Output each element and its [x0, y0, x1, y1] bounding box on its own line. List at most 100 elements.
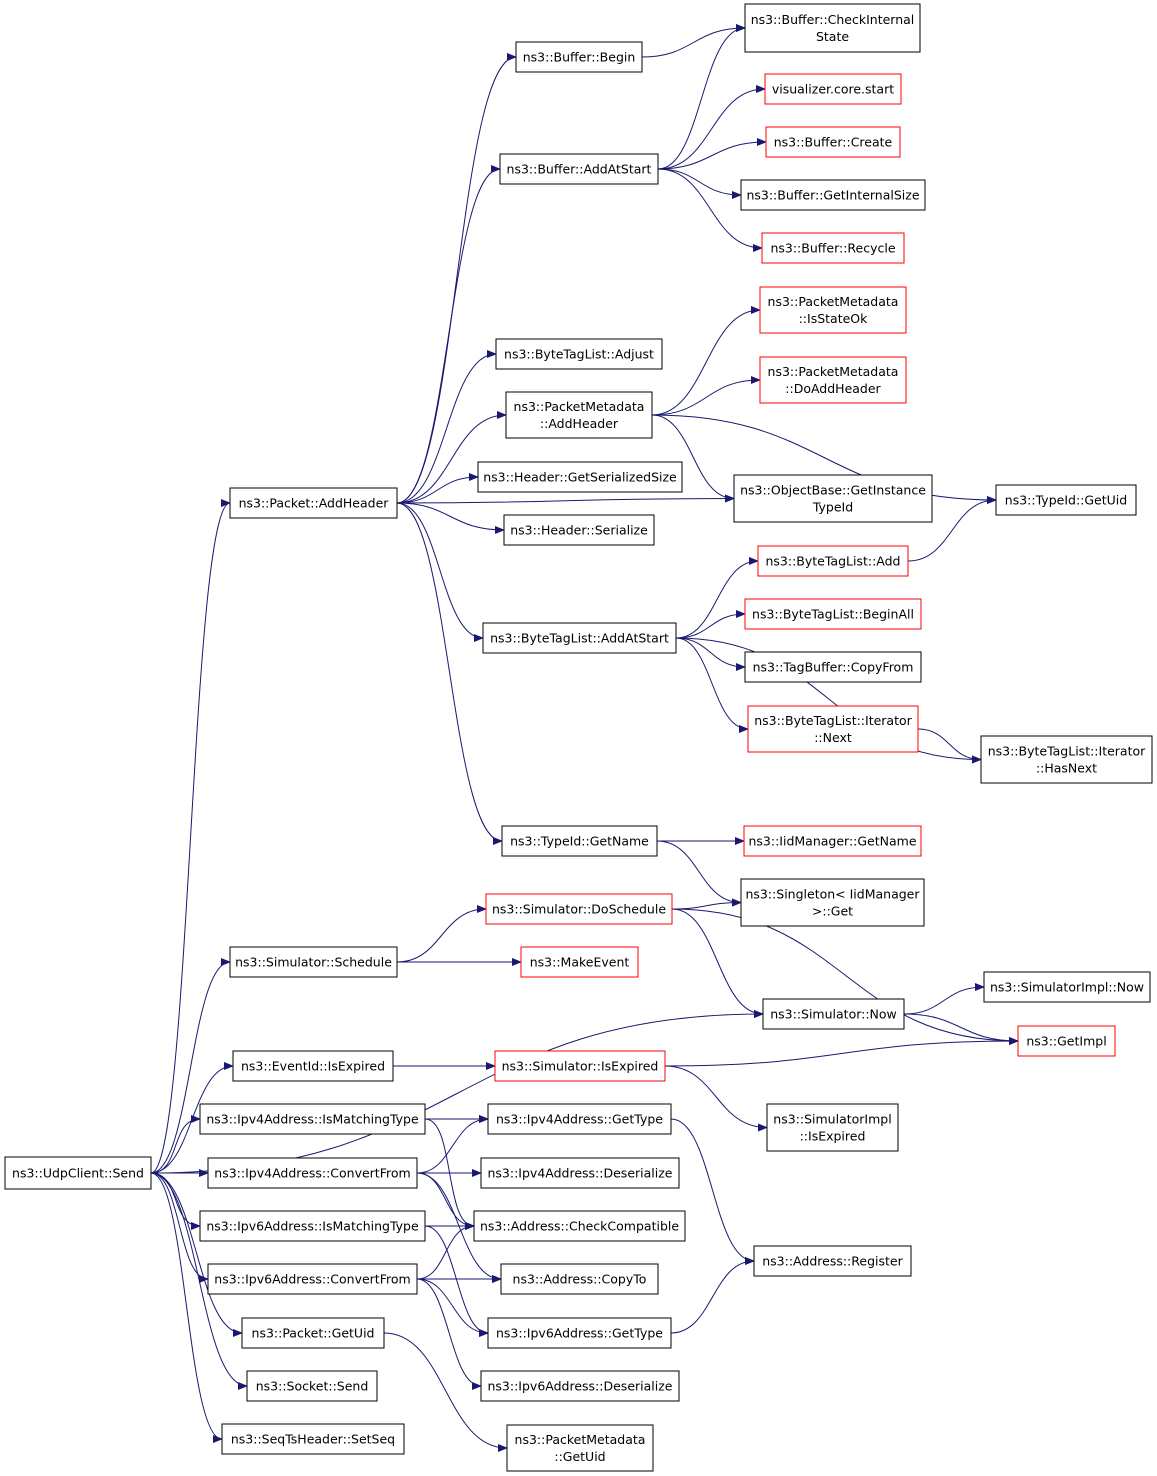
edge-ipv4address_convertfrom-to-ipv4address_gettype	[416, 1115, 489, 1174]
node-box	[1017, 1025, 1116, 1057]
node-simulator_isexpired[interactable]: ns3::Simulator::IsExpired	[494, 1050, 666, 1082]
node-label: ns3::TypeId::GetUid	[1005, 493, 1127, 508]
node-ipv4address_ismatchingtype[interactable]: ns3::Ipv4Address::IsMatchingType	[199, 1103, 426, 1135]
edge-udpclient_send-to-simulator_now	[150, 1010, 764, 1174]
node-box	[221, 1423, 405, 1455]
node-bytetaglist_addatstart[interactable]: ns3::ByteTagList::AddAtStart	[482, 622, 677, 654]
node-label: ns3::ByteTagList::Iterator	[754, 713, 912, 728]
node-label: ns3::Buffer::Recycle	[770, 241, 895, 256]
node-simulatorimpl_isexpired[interactable]: ns3::SimulatorImpl::IsExpired	[766, 1103, 899, 1152]
node-address_register[interactable]: ns3::Address::Register	[753, 1245, 912, 1277]
edge-bytetaglist_iterator_next-to-bytetaglist_iterator_hasnext	[917, 728, 982, 764]
node-box	[229, 946, 398, 978]
edge-ipv6address_convertfrom-to-ipv6address_deserialize	[416, 1278, 482, 1390]
node-label: ns3::PacketMetadata	[768, 364, 899, 379]
node-header_getserializedsize[interactable]: ns3::Header::GetSerializedSize	[477, 461, 683, 493]
node-label: State	[816, 29, 849, 44]
node-address_copyto[interactable]: ns3::Address::CopyTo	[500, 1263, 659, 1295]
node-label: ns3::PacketMetadata	[768, 294, 899, 309]
node-socket_send[interactable]: ns3::Socket::Send	[246, 1370, 378, 1402]
edge-ipv4address_gettype-to-address_register	[670, 1118, 755, 1265]
node-box	[495, 338, 663, 370]
node-box	[4, 1156, 152, 1190]
node-label: ns3::Buffer::Create	[774, 135, 893, 150]
node-ipv6address_convertfrom[interactable]: ns3::Ipv6Address::ConvertFrom	[207, 1263, 418, 1295]
node-label: ::AddHeader	[540, 416, 619, 431]
node-simulator_now[interactable]: ns3::Simulator::Now	[762, 998, 905, 1030]
node-header_serialize[interactable]: ns3::Header::Serialize	[503, 514, 655, 546]
edge-buffer_begin-to-buffer_checkinternalstate	[641, 24, 746, 58]
node-bytetaglist_iterator_hasnext[interactable]: ns3::ByteTagList::Iterator::HasNext	[980, 735, 1153, 784]
edge-buffer_addatstart-to-visualizer_core_start	[657, 85, 766, 170]
edge-simulator_schedule-to-simulator_doschedule	[396, 905, 487, 963]
node-ipv6address_ismatchingtype[interactable]: ns3::Ipv6Address::IsMatchingType	[199, 1210, 426, 1242]
node-box	[199, 1103, 426, 1135]
node-buffer_begin[interactable]: ns3::Buffer::Begin	[515, 41, 643, 73]
node-label: ns3::EventId::IsExpired	[241, 1059, 385, 1074]
node-box	[753, 1245, 912, 1277]
edge-udpclient_send-to-packet_getuid	[150, 1172, 243, 1337]
node-ipv6address_gettype[interactable]: ns3::Ipv6Address::GetType	[487, 1317, 672, 1349]
node-ipv4address_gettype[interactable]: ns3::Ipv4Address::GetType	[487, 1103, 672, 1135]
node-label: ns3::Buffer::GetInternalSize	[746, 188, 919, 203]
node-box	[757, 545, 909, 577]
node-simulator_schedule[interactable]: ns3::Simulator::Schedule	[229, 946, 398, 978]
node-typeid_getuid[interactable]: ns3::TypeId::GetUid	[995, 484, 1137, 516]
node-bytetaglist_beginall[interactable]: ns3::ByteTagList::BeginAll	[744, 598, 922, 630]
node-simulator_doschedule[interactable]: ns3::Simulator::DoSchedule	[485, 893, 673, 925]
node-packet_getuid[interactable]: ns3::Packet::GetUid	[241, 1317, 385, 1349]
node-label: ns3::Buffer::AddAtStart	[507, 162, 652, 177]
edge-bytetaglist_addatstart-to-bytetaglist_beginall	[675, 610, 746, 639]
node-iidmanager_getname[interactable]: ns3::IidManager::GetName	[743, 825, 922, 857]
edge-buffer_addatstart-to-buffer_recycle	[657, 168, 763, 252]
node-ipv6address_deserialize[interactable]: ns3::Ipv6Address::Deserialize	[480, 1370, 680, 1402]
node-box	[744, 3, 921, 53]
node-seqtsheader_setseq[interactable]: ns3::SeqTsHeader::SetSeq	[221, 1423, 405, 1455]
node-simulatorimpl_now[interactable]: ns3::SimulatorImpl::Now	[983, 971, 1151, 1003]
node-eventid_isexpired[interactable]: ns3::EventId::IsExpired	[232, 1050, 394, 1082]
node-makeevent[interactable]: ns3::MakeEvent	[520, 946, 639, 978]
node-ipv4address_convertfrom[interactable]: ns3::Ipv4Address::ConvertFrom	[207, 1157, 418, 1189]
edge-udpclient_send-to-seqtsheader_setseq	[150, 1172, 223, 1443]
node-singleton_get[interactable]: ns3::Singleton< IidManager>::Get	[740, 878, 925, 927]
edge-packetmetadata_addheader-to-typeid_getuid	[651, 414, 997, 504]
node-bytetaglist_adjust[interactable]: ns3::ByteTagList::Adjust	[495, 338, 663, 370]
edge-simulator_doschedule-to-simulator_now	[671, 908, 764, 1018]
node-bytetaglist_add[interactable]: ns3::ByteTagList::Add	[757, 545, 909, 577]
node-ipv4address_deserialize[interactable]: ns3::Ipv4Address::Deserialize	[480, 1157, 680, 1189]
node-buffer_recycle[interactable]: ns3::Buffer::Recycle	[761, 232, 905, 264]
node-packetmetadata_getuid[interactable]: ns3::PacketMetadata::GetUid	[506, 1424, 654, 1472]
node-visualizer_core_start[interactable]: visualizer.core.start	[764, 73, 902, 105]
node-label: ::GetUid	[554, 1449, 605, 1464]
node-typeid_getname[interactable]: ns3::TypeId::GetName	[501, 825, 658, 857]
node-bytetaglist_iterator_next[interactable]: ns3::ByteTagList::Iterator::Next	[747, 705, 919, 753]
edge-buffer_addatstart-to-buffer_checkinternalstate	[657, 24, 746, 170]
node-label: ns3::Header::Serialize	[510, 523, 648, 538]
edge-bytetaglist_add-to-typeid_getuid	[907, 496, 997, 562]
node-label: ns3::Ipv6Address::IsMatchingType	[206, 1219, 419, 1234]
edge-simulator_now-to-simulatorimpl_now	[903, 983, 985, 1015]
node-box	[983, 971, 1151, 1003]
edge-bytetaglist_addatstart-to-bytetaglist_add	[675, 557, 759, 639]
node-buffer_addatstart[interactable]: ns3::Buffer::AddAtStart	[499, 153, 659, 185]
node-packetmetadata_isstateok[interactable]: ns3::PacketMetadata::IsStateOk	[759, 286, 907, 334]
node-buffer_create[interactable]: ns3::Buffer::Create	[765, 126, 901, 158]
node-packetmetadata_doaddheader[interactable]: ns3::PacketMetadata::DoAddHeader	[759, 356, 907, 404]
node-label: ns3::Ipv4Address::Deserialize	[488, 1166, 673, 1181]
node-packet_addheader[interactable]: ns3::Packet::AddHeader	[229, 487, 398, 519]
node-getimpl[interactable]: ns3::GetImpl	[1017, 1025, 1116, 1057]
node-box	[199, 1210, 426, 1242]
node-box	[207, 1157, 418, 1189]
node-address_checkcompatible[interactable]: ns3::Address::CheckCompatible	[473, 1210, 686, 1242]
edge-packet_addheader-to-objectbase_getinstancetypeid	[396, 494, 735, 504]
node-buffer_getinternalsize[interactable]: ns3::Buffer::GetInternalSize	[740, 179, 926, 211]
node-label: ns3::Ipv6Address::Deserialize	[488, 1379, 673, 1394]
node-packetmetadata_addheader[interactable]: ns3::PacketMetadata::AddHeader	[505, 391, 653, 439]
edge-buffer_addatstart-to-buffer_getinternalsize	[657, 168, 742, 199]
node-label: ns3::Ipv4Address::ConvertFrom	[214, 1166, 410, 1181]
node-label: ns3::Packet::GetUid	[252, 1326, 375, 1341]
node-tagbuffer_copyfrom[interactable]: ns3::TagBuffer::CopyFrom	[744, 651, 922, 683]
node-udpclient_send[interactable]: ns3::UdpClient::Send	[4, 1156, 152, 1190]
